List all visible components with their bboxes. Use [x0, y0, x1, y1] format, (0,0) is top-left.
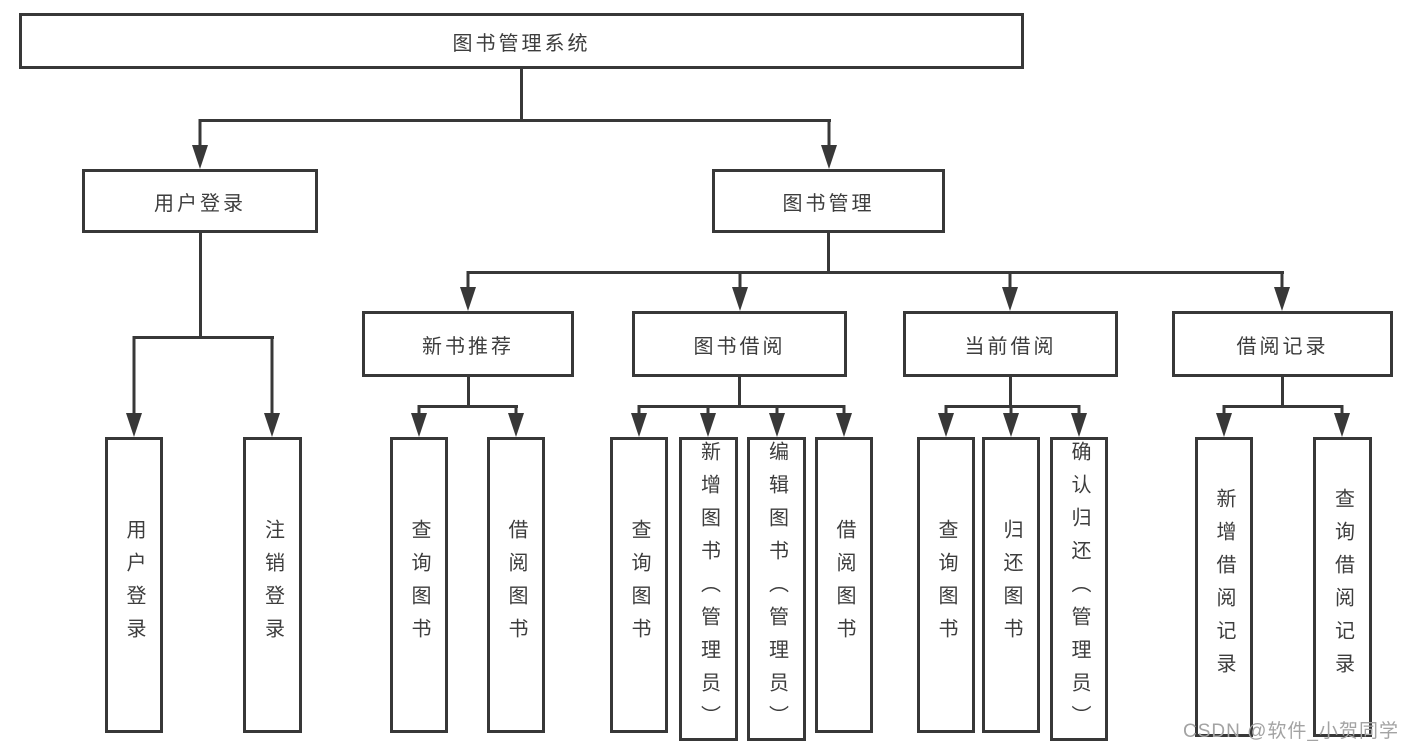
- arrow-down-icon: [820, 119, 838, 169]
- leaf-add-books-admin: 新增图书（管理员）: [679, 437, 738, 741]
- arrow-down-icon: [768, 405, 786, 437]
- leaf-return-books: 归还图书: [982, 437, 1040, 733]
- arrow-down-icon: [1001, 271, 1019, 311]
- node-current-borrow: 当前借阅: [903, 311, 1118, 377]
- leaf-logout: 注销登录: [243, 437, 302, 733]
- connector-line: [738, 377, 741, 407]
- connector-line: [1281, 377, 1284, 407]
- leaf-query-books-recommend: 查询图书: [390, 437, 448, 733]
- connector-line: [467, 377, 470, 407]
- leaf-user-login: 用户登录: [105, 437, 163, 733]
- leaf-query-books-borrow: 查询图书: [610, 437, 668, 733]
- connector-line: [638, 405, 845, 408]
- node-new-book-recommend: 新书推荐: [362, 311, 574, 377]
- arrow-down-icon: [630, 405, 648, 437]
- arrow-down-icon: [937, 405, 955, 437]
- leaf-borrow-books-recommend: 借阅图书: [487, 437, 545, 733]
- connector-line: [199, 119, 831, 122]
- leaf-query-books-current: 查询图书: [917, 437, 975, 733]
- connector-line: [827, 233, 830, 274]
- connector-line: [520, 69, 523, 120]
- leaf-query-borrow-record: 查询借阅记录: [1313, 437, 1372, 737]
- leaf-add-borrow-record: 新增借阅记录: [1195, 437, 1253, 737]
- leaf-edit-books-admin: 编辑图书（管理员）: [747, 437, 806, 741]
- node-borrow-records: 借阅记录: [1172, 311, 1393, 377]
- arrow-down-icon: [1070, 405, 1088, 437]
- connector-line: [945, 405, 1080, 408]
- node-root: 图书管理系统: [19, 13, 1024, 69]
- arrow-down-icon: [191, 119, 209, 169]
- arrow-down-icon: [459, 271, 477, 311]
- arrow-down-icon: [1002, 405, 1020, 437]
- leaf-confirm-return-admin: 确认归还（管理员）: [1050, 437, 1108, 741]
- csdn-watermark: CSDN @软件_小贺同学: [1183, 721, 1399, 742]
- node-user-login: 用户登录: [82, 169, 318, 233]
- arrow-down-icon: [263, 336, 281, 437]
- node-book-borrow: 图书借阅: [632, 311, 847, 377]
- connector-line: [467, 271, 1284, 274]
- arrow-down-icon: [731, 271, 749, 311]
- leaf-borrow-books: 借阅图书: [815, 437, 873, 733]
- arrow-down-icon: [835, 405, 853, 437]
- connector-line: [133, 336, 274, 339]
- arrow-down-icon: [1333, 405, 1351, 437]
- arrow-down-icon: [125, 336, 143, 437]
- node-book-management: 图书管理: [712, 169, 945, 233]
- connector-line: [1223, 405, 1343, 408]
- arrow-down-icon: [1273, 271, 1291, 311]
- connector-line: [418, 405, 518, 408]
- connector-line: [1009, 377, 1012, 407]
- arrow-down-icon: [507, 405, 525, 437]
- arrow-down-icon: [1215, 405, 1233, 437]
- arrow-down-icon: [410, 405, 428, 437]
- connector-line: [199, 233, 202, 336]
- arrow-down-icon: [699, 405, 717, 437]
